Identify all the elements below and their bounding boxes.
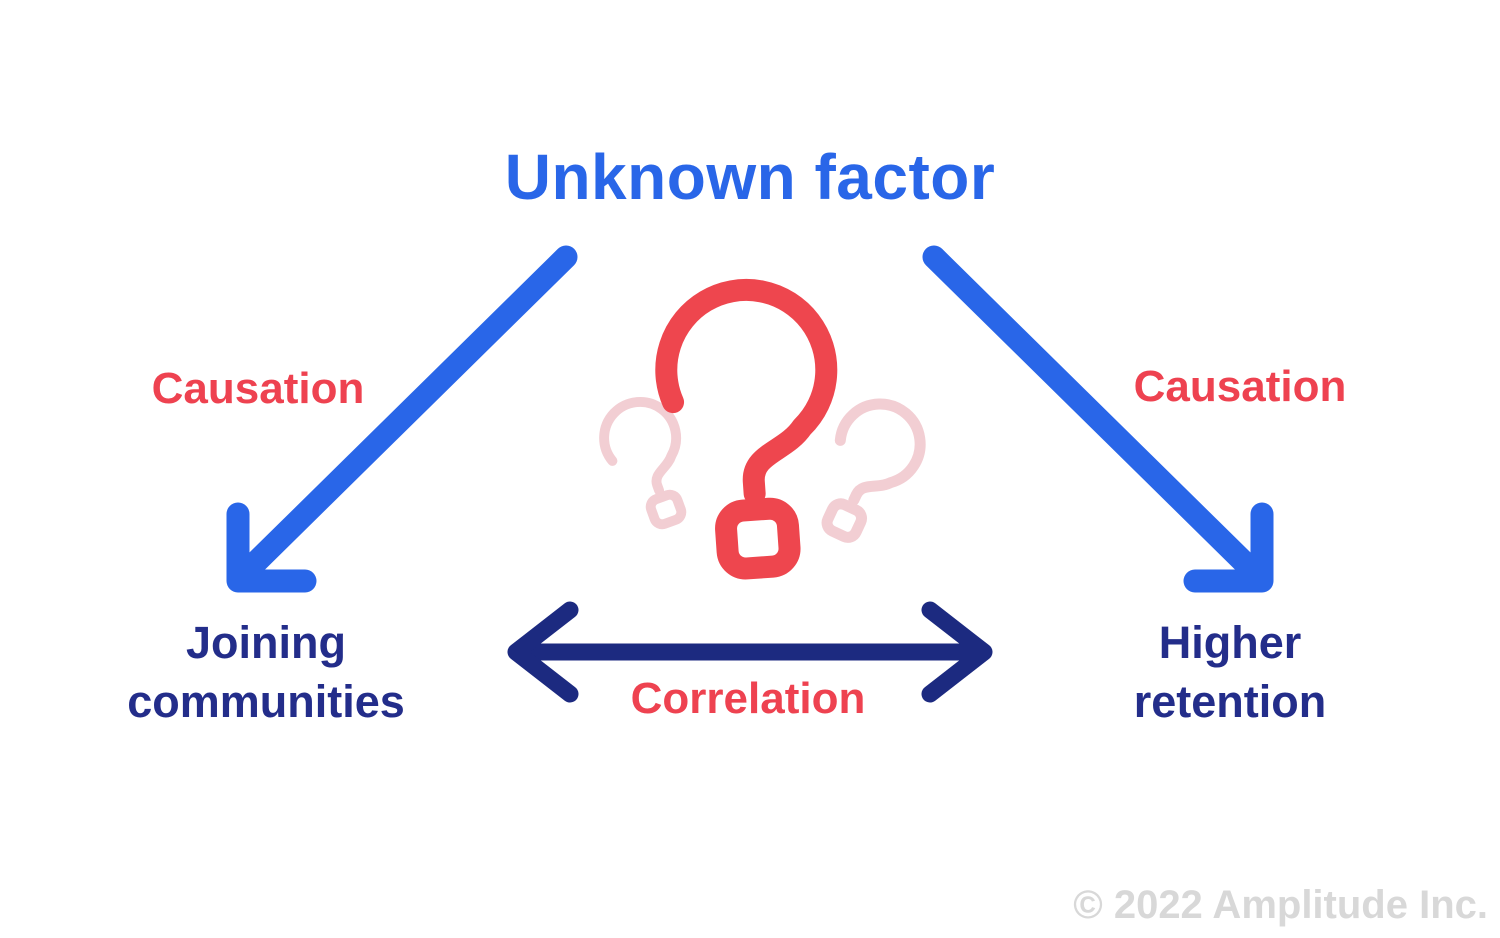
correlation-arrow-head-left <box>507 601 579 703</box>
causation-label-right: Causation <box>1133 362 1347 411</box>
diagram-title: Unknown factor <box>504 141 996 213</box>
question-mark-main-icon <box>661 285 840 574</box>
correlation-label: Correlation <box>630 674 866 723</box>
node-higher-retention-line2: retention <box>1133 675 1327 727</box>
node-higher-retention-line1: Higher <box>1158 617 1302 668</box>
question-mark-left-icon <box>594 392 704 534</box>
node-joining-communities-line2: communities <box>127 675 405 727</box>
node-joining-communities-line1: Joining <box>186 617 346 668</box>
causation-label-left: Causation <box>151 364 365 413</box>
node-higher-retention: Higher retention <box>1030 614 1430 731</box>
causation-arrow-right-head <box>1183 502 1274 593</box>
causation-arrow-right <box>922 245 1270 588</box>
causation-arrow-left <box>230 245 578 588</box>
correlation-arrow-head-right <box>921 601 993 703</box>
node-joining-communities: Joining communities <box>66 614 466 731</box>
copyright-text: © 2022 Amplitude Inc. <box>1073 883 1488 927</box>
question-marks-icon <box>594 285 933 574</box>
causation-arrow-left-head <box>226 502 317 593</box>
